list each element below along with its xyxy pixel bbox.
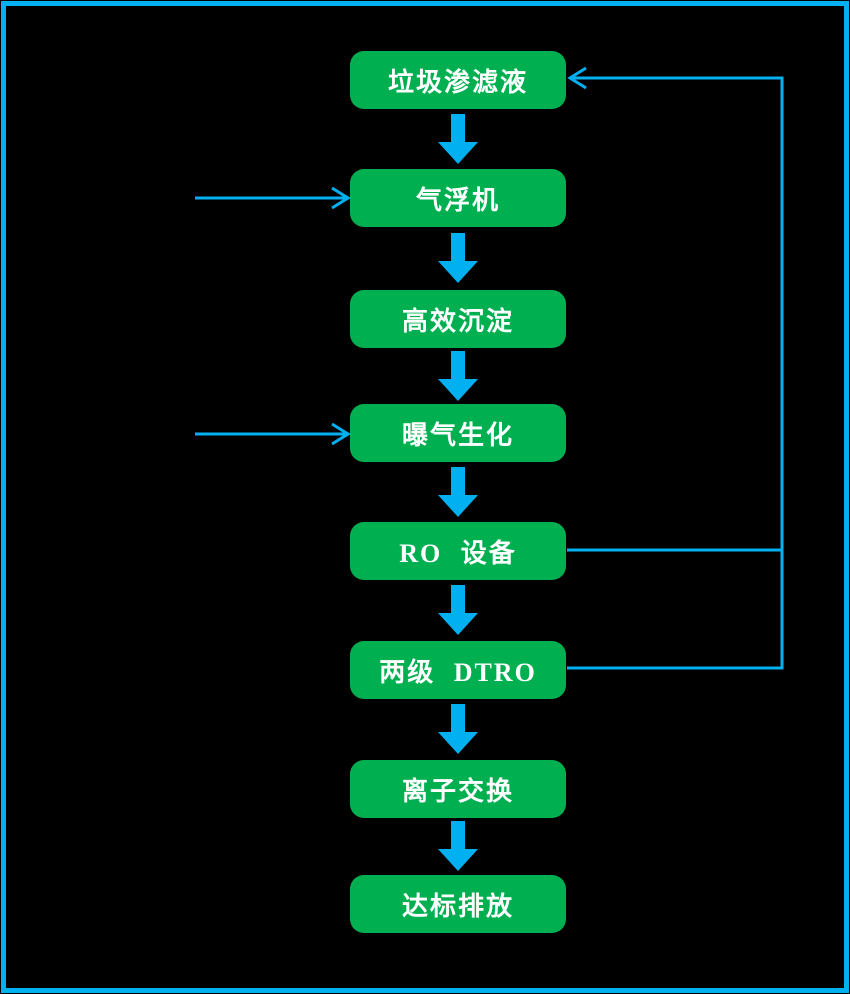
block-arrows-down (438, 114, 478, 871)
node-leachate: 垃圾渗滤液 (350, 51, 566, 109)
down-arrow-5-icon (438, 585, 478, 635)
node-two-stage-dtro: 两级 DTRO (350, 641, 566, 699)
node-ro-equipment: RO 设备 (350, 522, 566, 580)
down-arrow-2-icon (438, 233, 478, 283)
inlet-arrowhead-aeration-icon (331, 422, 351, 446)
down-arrow-4-icon (438, 467, 478, 517)
node-discharge: 达标排放 (350, 875, 566, 933)
node-two-stage-dtro-label: 两级 DTRO (379, 657, 537, 687)
node-sedimentation: 高效沉淀 (350, 290, 566, 348)
inlet-arrowhead-air-flotation-icon (331, 186, 351, 210)
node-leachate-label: 垃圾渗滤液 (387, 67, 528, 97)
node-ion-exchange: 离子交换 (350, 760, 566, 818)
node-ro-equipment-label: RO 设备 (399, 538, 517, 568)
node-discharge-label: 达标排放 (401, 891, 514, 921)
node-ion-exchange-label: 离子交换 (401, 776, 514, 806)
down-arrow-6-icon (438, 704, 478, 754)
node-sedimentation-label: 高效沉淀 (401, 306, 514, 336)
down-arrow-7-icon (438, 821, 478, 871)
node-aeration-label: 曝气生化 (401, 420, 514, 450)
node-air-flotation: 气浮机 (350, 169, 566, 227)
node-aeration: 曝气生化 (350, 404, 566, 462)
thin-connector-lines (195, 66, 784, 670)
down-arrow-1-icon (438, 114, 478, 164)
return-arrowhead-leachate-icon (567, 66, 587, 90)
node-air-flotation-label: 气浮机 (415, 185, 500, 215)
down-arrow-3-icon (438, 351, 478, 401)
return-line-dtro-riser (567, 76, 784, 670)
